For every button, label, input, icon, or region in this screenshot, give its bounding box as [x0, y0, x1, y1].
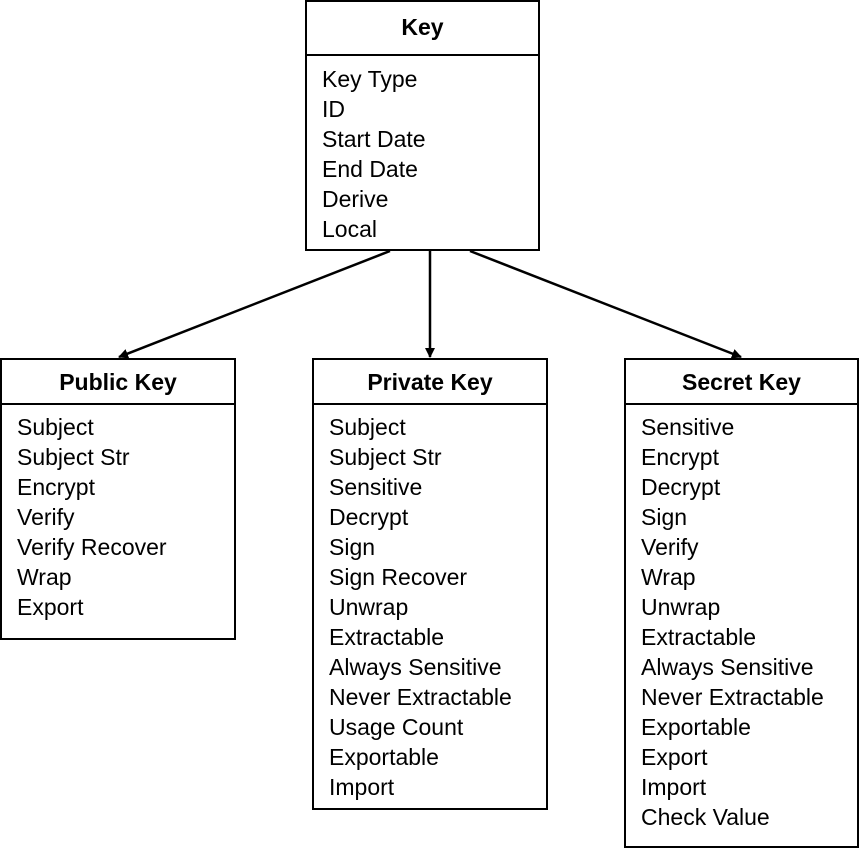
key-attribute: ID	[322, 96, 345, 122]
arrow-key-to-public-key	[118, 249, 391, 359]
public-key-attribute: Subject	[17, 414, 94, 440]
key-attribute: End Date	[322, 156, 418, 182]
secret-key-attribute: Encrypt	[641, 444, 719, 470]
private-key-class-title: Private Key	[314, 360, 546, 405]
secret-key-class-box: Secret Key Sensitive Encrypt Decrypt Sig…	[624, 358, 859, 848]
secret-key-attribute: Sign	[641, 504, 688, 530]
secret-key-attribute: Decrypt	[641, 474, 721, 500]
private-key-attribute: Unwrap	[329, 594, 409, 620]
key-attribute: Local	[322, 216, 377, 242]
private-key-attribute: Sensitive	[329, 474, 423, 500]
public-key-attribute: Wrap	[17, 564, 72, 590]
key-attribute-list: Key Type ID Start Date End Date Derive L…	[307, 56, 538, 244]
public-key-attribute: Subject Str	[17, 444, 130, 470]
secret-key-attribute: Export	[641, 744, 708, 770]
secret-key-attribute: Never Extractable	[641, 684, 824, 710]
secret-key-attribute-list: Sensitive Encrypt Decrypt Sign Verify Wr…	[626, 405, 857, 832]
secret-key-attribute: Wrap	[641, 564, 696, 590]
key-attribute: Derive	[322, 186, 389, 212]
secret-key-attribute: Import	[641, 774, 707, 800]
public-key-attribute-list: Subject Subject Str Encrypt Verify Verif…	[2, 405, 234, 622]
private-key-attribute: Decrypt	[329, 504, 409, 530]
arrow-key-to-secret-key	[469, 249, 742, 359]
key-attribute: Start Date	[322, 126, 426, 152]
secret-key-class-title: Secret Key	[626, 360, 857, 405]
private-key-attribute: Sign	[329, 534, 376, 560]
private-key-attribute: Never Extractable	[329, 684, 512, 710]
secret-key-attribute: Unwrap	[641, 594, 721, 620]
secret-key-attribute: Verify	[641, 534, 699, 560]
public-key-class-title: Public Key	[2, 360, 234, 405]
private-key-attribute-list: Subject Subject Str Sensitive Decrypt Si…	[314, 405, 546, 802]
secret-key-attribute: Exportable	[641, 714, 751, 740]
private-key-attribute: Exportable	[329, 744, 439, 770]
key-class-title: Key	[307, 2, 538, 56]
private-key-attribute: Subject	[329, 414, 406, 440]
secret-key-attribute: Check Value	[641, 804, 770, 830]
key-attribute: Key Type	[322, 66, 418, 92]
private-key-attribute: Import	[329, 774, 395, 800]
secret-key-attribute: Always Sensitive	[641, 654, 814, 680]
secret-key-attribute: Sensitive	[641, 414, 735, 440]
secret-key-attribute: Extractable	[641, 624, 757, 650]
private-key-class-box: Private Key Subject Subject Str Sensitiv…	[312, 358, 548, 810]
public-key-class-box: Public Key Subject Subject Str Encrypt V…	[0, 358, 236, 640]
public-key-attribute: Encrypt	[17, 474, 95, 500]
private-key-attribute: Subject Str	[329, 444, 442, 470]
public-key-attribute: Verify	[17, 504, 75, 530]
private-key-attribute: Usage Count	[329, 714, 464, 740]
key-class-box: Key Key Type ID Start Date End Date Deri…	[305, 0, 540, 251]
private-key-attribute: Sign Recover	[329, 564, 468, 590]
private-key-attribute: Always Sensitive	[329, 654, 502, 680]
public-key-attribute: Export	[17, 594, 84, 620]
private-key-attribute: Extractable	[329, 624, 445, 650]
public-key-attribute: Verify Recover	[17, 534, 167, 560]
